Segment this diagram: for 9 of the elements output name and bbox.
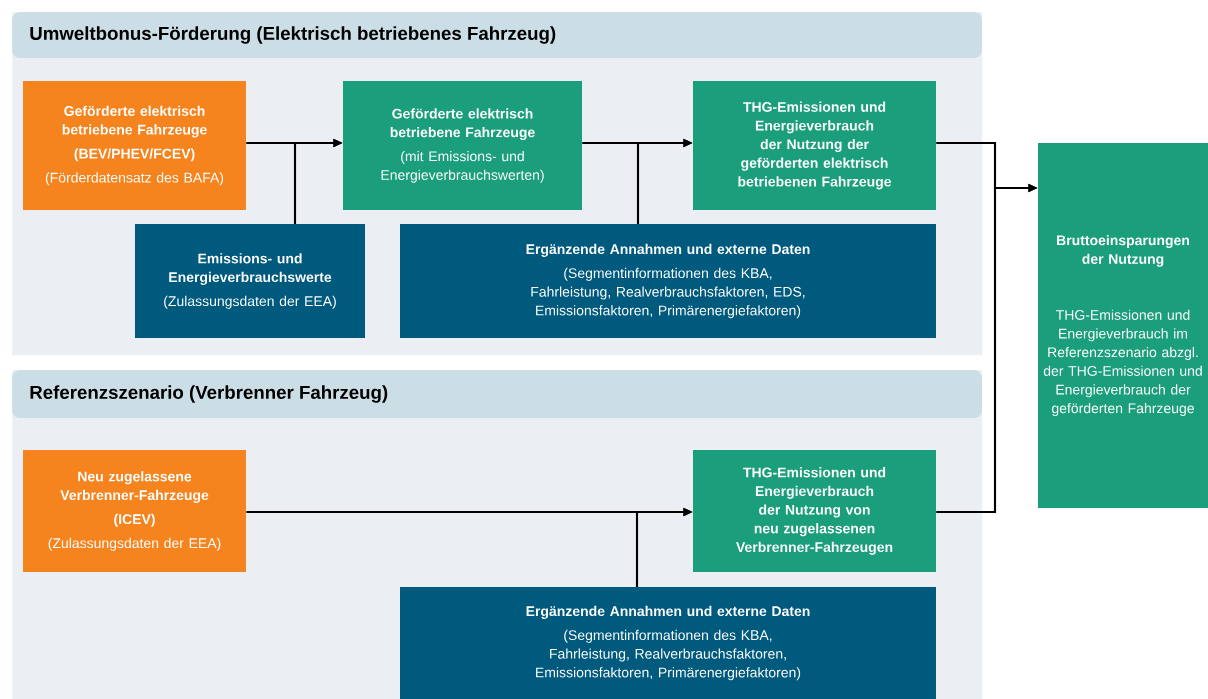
process-box: Geförderte elektrisch betriebene Fahrzeuge (mit Emissions- und Energieverbrauchswerten): [343, 81, 582, 210]
process-box: Ergänzende Annahmen und externe Daten (Segmentinformationen des KBA, Fahrleistung, Realverbrauchsfaktoren, Emissionsfaktoren, Primärenergiefaktoren): [400, 587, 936, 699]
process-box: THG-Emissionen und Energieverbrauch der Nutzung der geförderten elektrisch betriebenen Fahrzeuge: [693, 81, 936, 210]
process-box: THG-Emissionen und Energieverbrauch der Nutzung von neu zugelassenen Verbrenner-Fahrzeugen: [693, 450, 936, 572]
process-box: Emissions- und Energieverbrauchswerte (Zulassungsdaten der EEA): [135, 224, 365, 338]
process-box: Ergänzende Annahmen und externe Daten (Segmentinformationen des KBA, Fahrleistung, Realverbrauchsfaktoren, EDS, Emissionsfaktoren, Primärenergiefaktoren): [400, 224, 936, 338]
process-box: Neu zugelassene Verbrenner-Fahrzeuge (ICEV) (Zulassungsdaten der EEA): [23, 450, 246, 572]
process-box: Bruttoeinsparungen der Nutzung THG-Emissionen und Energieverbrauch im Referenzszenario abzgl. der THG-Emissionen und Energieverbrauch der geförderten Fahrzeuge: [1038, 143, 1208, 508]
process-box: Geförderte elektrisch betriebene Fahrzeuge (BEV/PHEV/FCEV) (Förderdatensatz des BAFA): [23, 81, 246, 210]
